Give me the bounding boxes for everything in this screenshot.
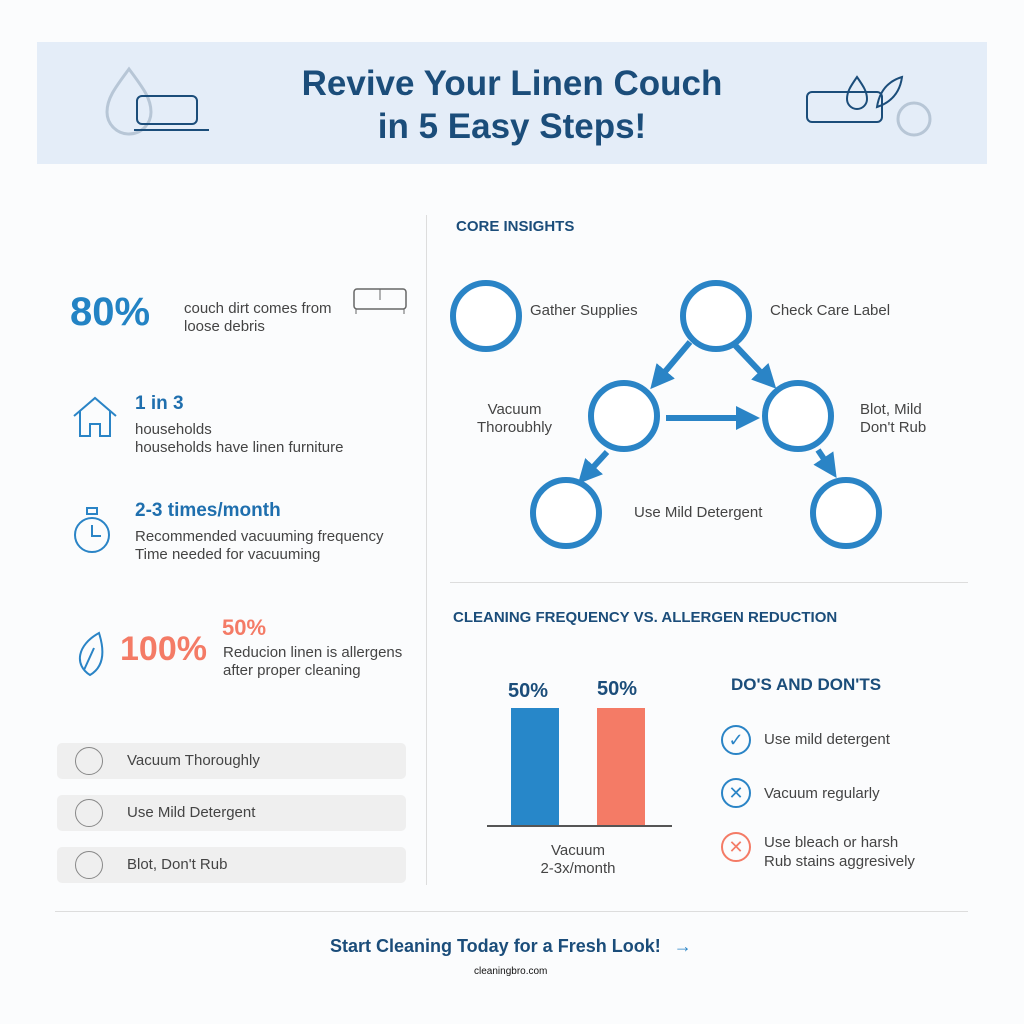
x-icon: ✕ xyxy=(721,778,751,808)
section-title: CORE INSIGHTS xyxy=(456,218,575,235)
step-label: Vacuum Thoroughly xyxy=(127,752,260,769)
stat-line: couch dirt comes from xyxy=(184,300,332,317)
check-icon: ✓ xyxy=(721,725,751,755)
vacuum-icon xyxy=(75,747,103,775)
x-icon: ✕ xyxy=(721,832,751,862)
bar-label: 50% xyxy=(597,678,638,700)
vacuum-icon xyxy=(75,851,103,879)
dos-item: Vacuum regularly xyxy=(764,785,880,802)
arrow xyxy=(577,449,610,484)
stat-value: 100% xyxy=(120,630,207,668)
stat-value: 1 in 3 xyxy=(135,393,184,414)
stat-value: 80% xyxy=(70,290,151,334)
vacuum-icon xyxy=(450,280,522,352)
arrow xyxy=(729,339,777,389)
arrow-right-icon[interactable]: → xyxy=(673,936,692,956)
dos-line: Use bleach or harsh xyxy=(764,834,899,851)
node-label-line: Thoroubhly xyxy=(477,419,553,436)
column-divider xyxy=(426,215,427,885)
flow-arrows xyxy=(577,339,837,484)
stat-value-secondary: 50% xyxy=(222,615,267,640)
dos-item: Use mild detergent xyxy=(764,731,890,748)
bar-2 xyxy=(597,708,645,825)
stat-line: Time needed for vacuuming xyxy=(135,546,321,563)
couch-leaf-icon xyxy=(806,75,932,137)
node-label-line: Don't Rub xyxy=(860,419,927,436)
stopwatch-icon xyxy=(74,507,110,553)
hand-wipe-icon xyxy=(810,477,882,549)
page-title: Revive Your Linen Couch in 5 Easy Steps! xyxy=(37,62,987,148)
stat-line: households xyxy=(135,421,212,438)
bar-1 xyxy=(511,708,559,825)
node-label: Use Mild Detergent xyxy=(634,504,763,521)
chart-title: CLEANING FREQUENCY VS. ALLERGEN REDUCTIO… xyxy=(453,609,838,626)
stat-line: Recommended vacuuming frequency xyxy=(135,528,384,545)
detergent-icon xyxy=(530,477,602,549)
dos-title: DO'S AND DON'TS xyxy=(731,675,882,694)
footer-cta[interactable]: Start Cleaning Today for a Fresh Look! → xyxy=(330,935,692,957)
node-label: Check Care Label xyxy=(770,302,891,319)
node-label-line: Blot, Mild xyxy=(860,401,922,418)
x-tick-line: 2-3x/month xyxy=(540,860,616,877)
watermark: cleaningbro.com xyxy=(474,966,548,977)
bar-label: 50% xyxy=(508,680,549,702)
step-pill: Use Mild Detergent xyxy=(57,795,406,831)
drop-couch-icon xyxy=(105,66,209,136)
cta-text[interactable]: Start Cleaning Today for a Fresh Look! xyxy=(330,936,661,956)
step-pill: Blot, Don't Rub xyxy=(57,847,406,883)
bottle-icon xyxy=(762,380,834,452)
stat-line: households have linen furniture xyxy=(135,439,344,456)
arrow xyxy=(650,340,693,390)
leaf-icon xyxy=(78,631,104,677)
node-label: Gather Supplies xyxy=(530,302,638,319)
drop-icon xyxy=(75,799,103,827)
x-tick-line: Vacuum xyxy=(551,842,605,859)
title-line-1: Revive Your Linen Couch xyxy=(301,64,723,103)
header-banner: Revive Your Linen Couch in 5 Easy Steps! xyxy=(37,42,987,164)
couch-icon xyxy=(353,288,407,314)
footer-divider xyxy=(55,911,968,912)
arrow xyxy=(813,448,837,478)
x-axis xyxy=(487,825,672,827)
stat-value: 2-3 times/month xyxy=(135,500,281,521)
node-label-line: Vacuum xyxy=(487,401,542,418)
divider xyxy=(450,582,968,583)
stat-line: loose debris xyxy=(184,318,265,335)
house-icon xyxy=(73,396,117,437)
care-label-icon xyxy=(680,280,752,352)
step-label: Blot, Don't Rub xyxy=(127,856,228,873)
vacuum-brush-icon xyxy=(588,380,660,452)
title-line-2: in 5 Easy Steps! xyxy=(377,107,647,146)
step-pill: Vacuum Thoroughly xyxy=(57,743,406,779)
stat-line: after proper cleaning xyxy=(223,662,361,679)
step-label: Use Mild Detergent xyxy=(127,804,256,821)
dos-line: Rub stains aggresively xyxy=(764,853,915,870)
stat-line: Reducion linen is allergens xyxy=(223,644,403,661)
